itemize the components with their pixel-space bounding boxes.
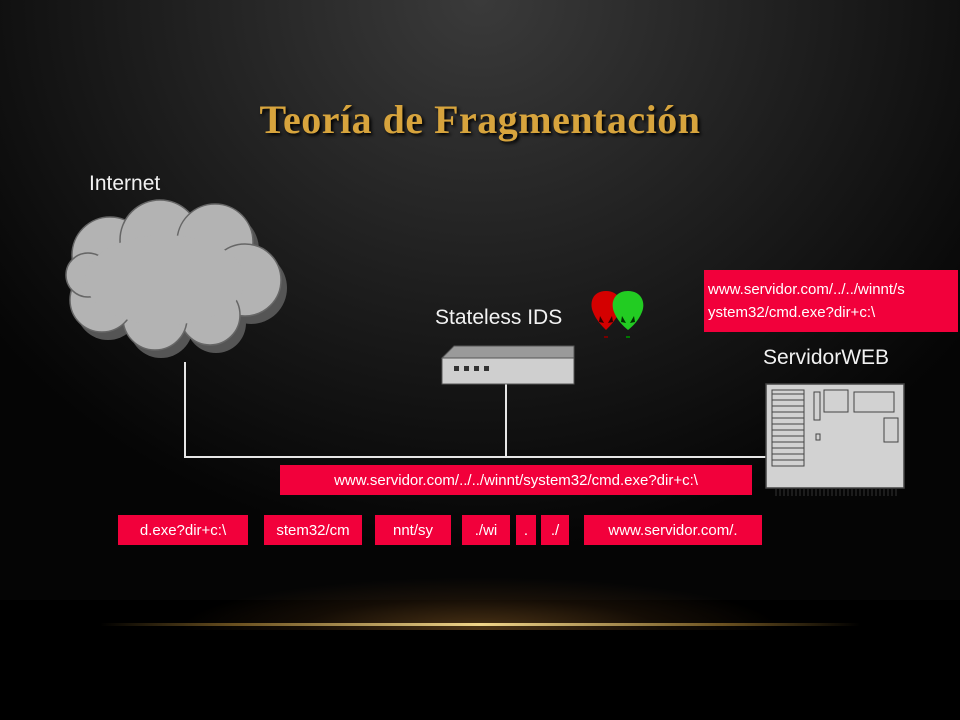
stage-glow-line [100, 623, 860, 626]
stage-glow [80, 530, 880, 630]
internet-link-line [184, 362, 186, 458]
fragment-box: ./wi [462, 515, 510, 545]
alien-heads-icon [591, 291, 644, 338]
fragment-box: . [516, 515, 536, 545]
server-label: ServidorWEB [763, 346, 890, 369]
full-url-box: www.servidor.com/../../winnt/system32/cm… [280, 465, 752, 495]
ids-link-line [505, 384, 507, 458]
ids-device-icon [440, 345, 575, 385]
slide-title: Teoría de Fragmentación [259, 97, 701, 142]
server-received-url-box: www.servidor.com/../../winnt/s ystem32/c… [704, 270, 958, 332]
fragment-box: stem32/cm [264, 515, 362, 545]
fragment-box: nnt/sy [375, 515, 451, 545]
internet-cloud-icon [65, 199, 287, 358]
fragment-box: d.exe?dir+c:\ [118, 515, 248, 545]
ids-label: Stateless IDS [435, 306, 563, 329]
network-bus-line [184, 456, 772, 458]
fragment-box: www.servidor.com/. [584, 515, 762, 545]
server-tower-icon [765, 383, 905, 496]
server-url-line-1: www.servidor.com/../../winnt/s [708, 281, 905, 298]
server-url-line-2: ystem32/cmd.exe?dir+c:\ [708, 304, 876, 321]
fragment-box: ./ [541, 515, 569, 545]
internet-label: Internet [89, 172, 161, 195]
